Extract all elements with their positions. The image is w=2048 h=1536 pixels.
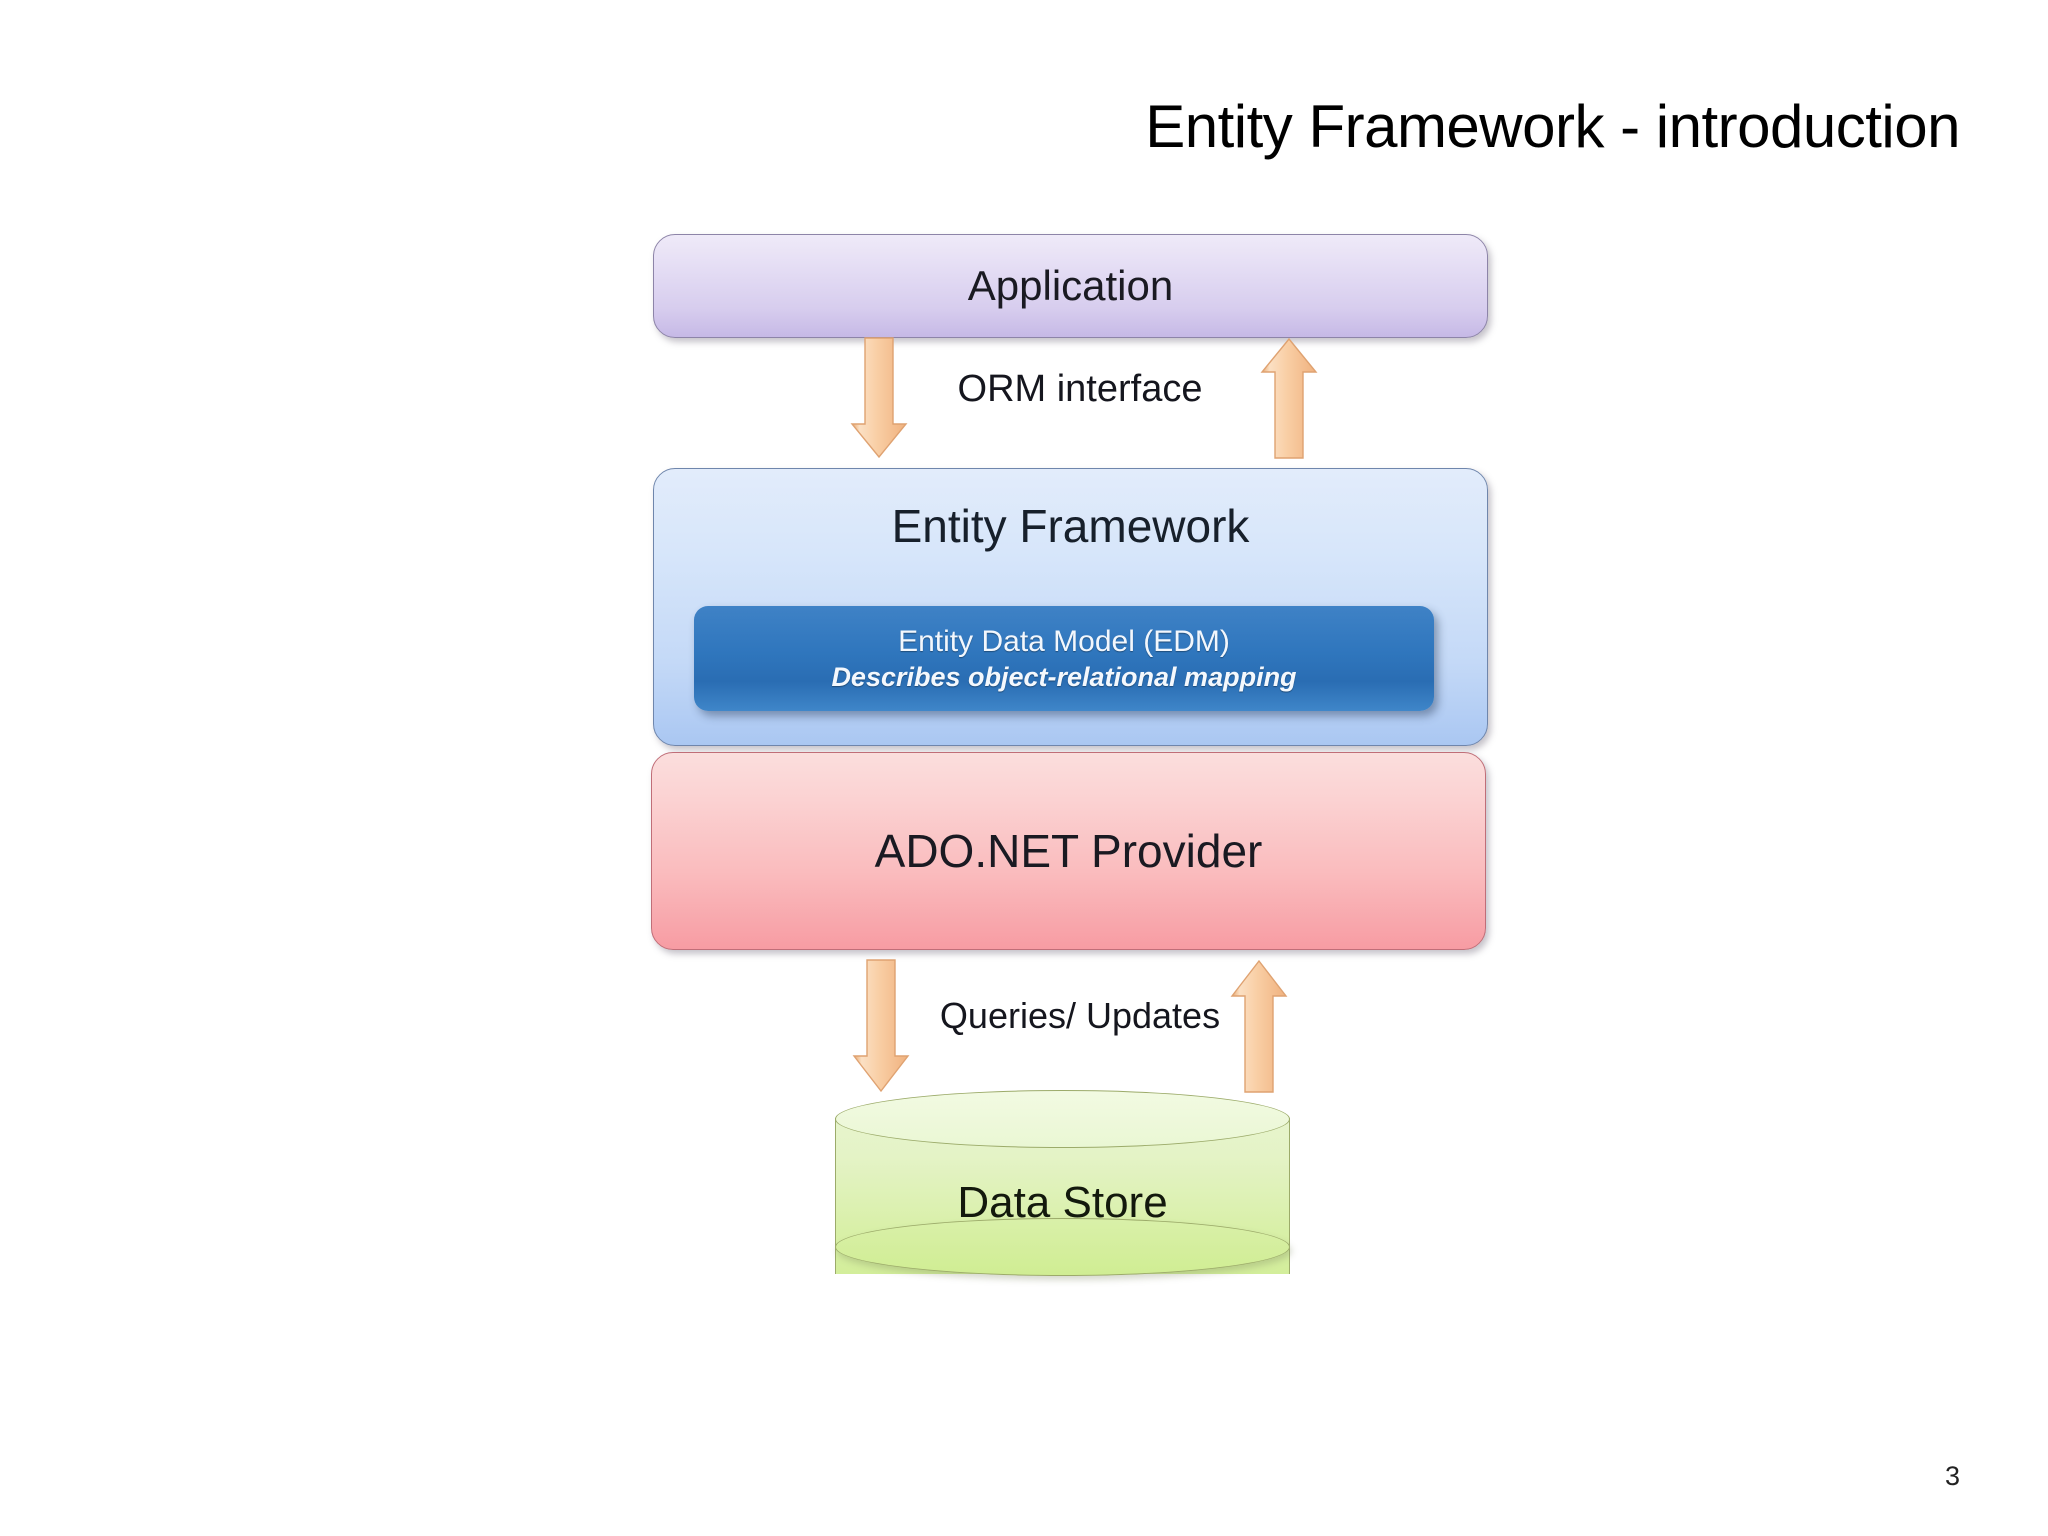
edm-subtitle: Describes object-relational mapping bbox=[831, 662, 1297, 692]
layer-cylinder-data-store: Data Store bbox=[835, 1090, 1290, 1302]
queries-down-arrow bbox=[852, 959, 910, 1093]
layer-label-data-store: Data Store bbox=[957, 1178, 1168, 1227]
layer-label-ado-net-provider: ADO.NET Provider bbox=[874, 824, 1263, 877]
connector-label-orm-interface: ORM interface bbox=[957, 368, 1203, 410]
layer-label-entity-framework: Entity Framework bbox=[891, 500, 1250, 552]
layer-box-ado-net-provider: ADO.NET Provider bbox=[651, 752, 1486, 950]
orm-up-arrow bbox=[1260, 337, 1318, 459]
page-title: Entity Framework - introduction bbox=[1145, 93, 1960, 160]
inner-box-entity-data-model: Entity Data Model (EDM) Describes object… bbox=[694, 606, 1434, 711]
connector-label-queries-updates: Queries/ Updates bbox=[939, 995, 1221, 1036]
orm-down-arrow bbox=[850, 337, 908, 459]
page-number: 3 bbox=[1944, 1461, 1960, 1491]
layer-box-application: Application bbox=[653, 234, 1488, 338]
cylinder-bottom-ellipse bbox=[835, 1218, 1290, 1276]
cylinder-top-ellipse bbox=[835, 1090, 1290, 1148]
edm-title: Entity Data Model (EDM) bbox=[898, 624, 1230, 658]
queries-up-arrow bbox=[1230, 959, 1288, 1093]
layer-box-entity-framework: Entity Framework Entity Data Model (EDM)… bbox=[653, 468, 1488, 746]
architecture-diagram: Application ORM interface Entity Fra bbox=[651, 234, 1488, 1302]
layer-label-application: Application bbox=[967, 261, 1174, 309]
